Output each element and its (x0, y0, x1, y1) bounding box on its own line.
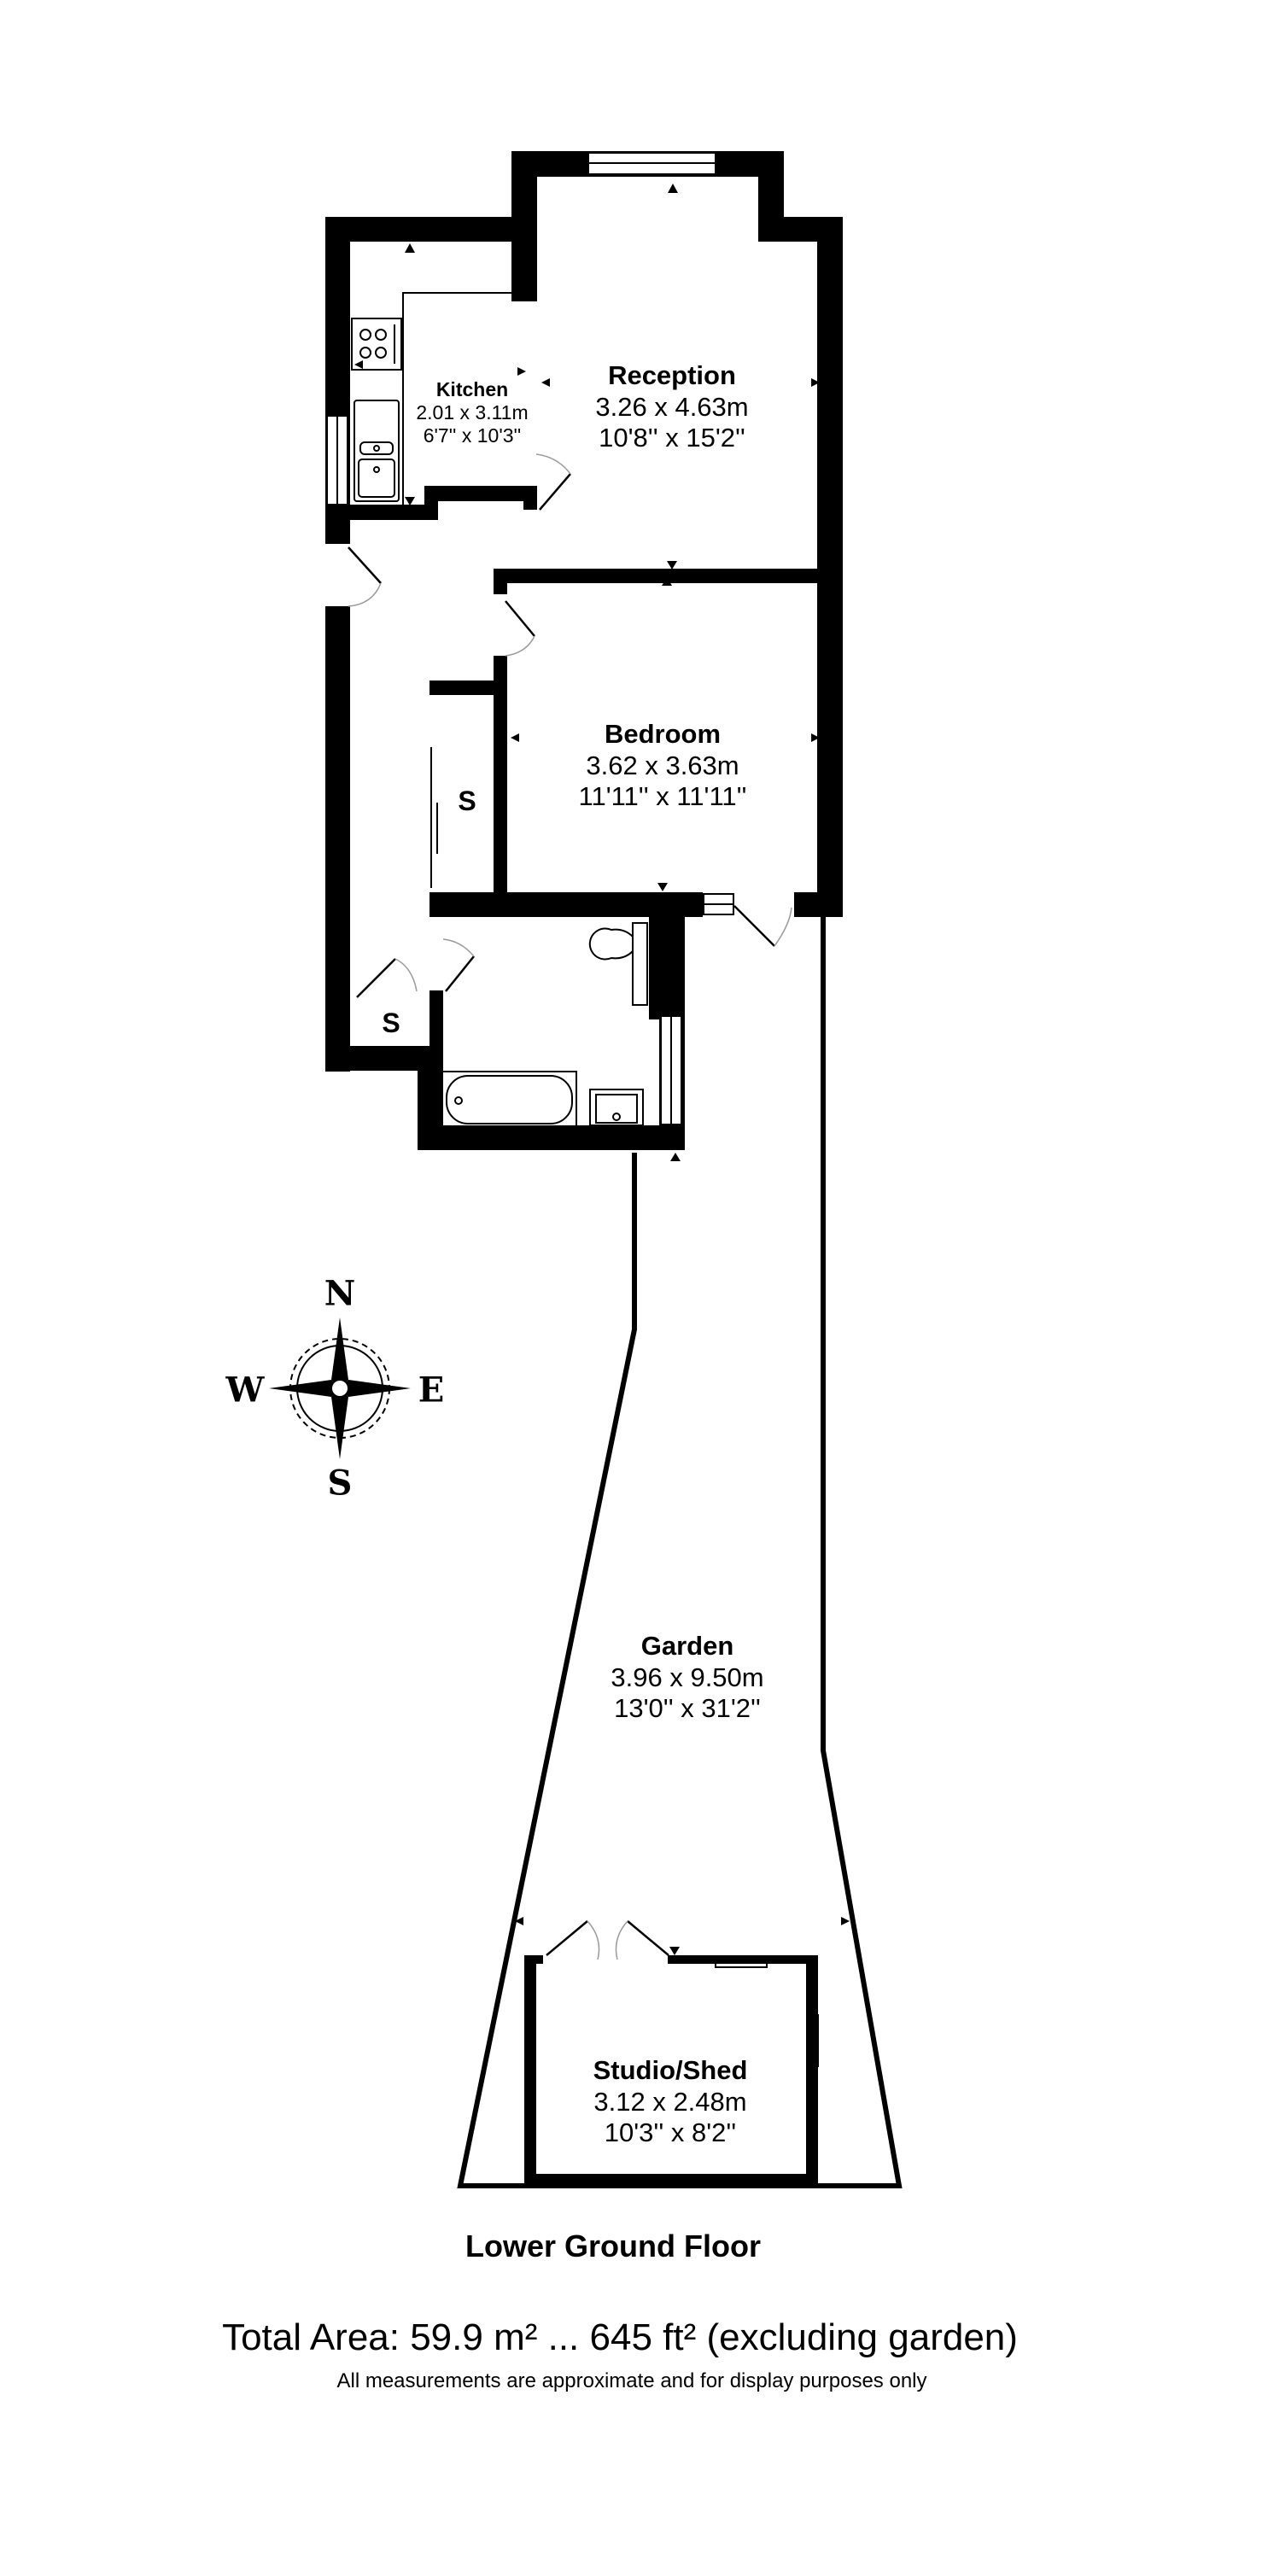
compass-east: E (418, 1370, 445, 1411)
bathroom-fixtures (441, 922, 648, 1128)
kitchen-fixtures (351, 292, 523, 506)
room-label-reception: Reception 3.26 x 4.63m 10'8'' x 15'2'' (595, 360, 748, 454)
storage-label: S (382, 1008, 400, 1038)
room-imperial: 6'7'' x 10'3'' (423, 424, 522, 447)
room-metric: 3.26 x 4.63m (595, 391, 749, 422)
storage-label: S (458, 786, 476, 816)
room-imperial: 10'8'' x 15'2'' (599, 423, 745, 453)
door-arcs (348, 453, 792, 1960)
room-label-kitchen: Kitchen 2.01 x 3.11m 6'7'' x 10'3'' (416, 378, 528, 447)
room-imperial: 11'11'' x 11'11'' (578, 781, 747, 812)
room-metric: 3.96 x 9.50m (611, 1662, 764, 1692)
compass-rose-icon (269, 1317, 411, 1459)
room-imperial: 10'3'' x 8'2'' (604, 2117, 737, 2148)
room-name: Kitchen (435, 378, 509, 400)
compass-west: W (225, 1370, 265, 1411)
compass-south: S (327, 1463, 353, 1504)
room-name: Garden (640, 1631, 734, 1661)
total-area: Total Area: 59.9 m² ... 645 ft² (excludi… (222, 2316, 1018, 2358)
room-label-bedroom: Bedroom 3.62 x 3.63m 11'11'' x 11'11'' (579, 719, 747, 813)
shed-walls (524, 1955, 818, 2186)
dimension-arrows (354, 184, 850, 1955)
room-metric: 2.01 x 3.11m (416, 401, 529, 424)
room-imperial: 13'0'' x 31'2'' (614, 1693, 761, 1724)
room-name: Bedroom (604, 719, 722, 749)
room-label-garden: Garden 3.96 x 9.50m 13'0'' x 31'2'' (611, 1631, 763, 1725)
room-name: Studio/Shed (593, 2055, 748, 2085)
compass-north: N (324, 1273, 356, 1314)
disclaimer: All measurements are approximate and for… (336, 2369, 927, 2392)
floor-title: Lower Ground Floor (465, 2228, 761, 2263)
room-metric: 3.12 x 2.48m (593, 2086, 747, 2117)
room-label-studio-shed: Studio/Shed 3.12 x 2.48m 10'3'' x 8'2'' (593, 2055, 748, 2149)
room-name: Reception (608, 360, 736, 390)
wardrobe-slider (430, 747, 438, 888)
doors (348, 473, 775, 1956)
room-metric: 3.62 x 3.63m (586, 750, 739, 780)
walls (325, 151, 843, 1150)
